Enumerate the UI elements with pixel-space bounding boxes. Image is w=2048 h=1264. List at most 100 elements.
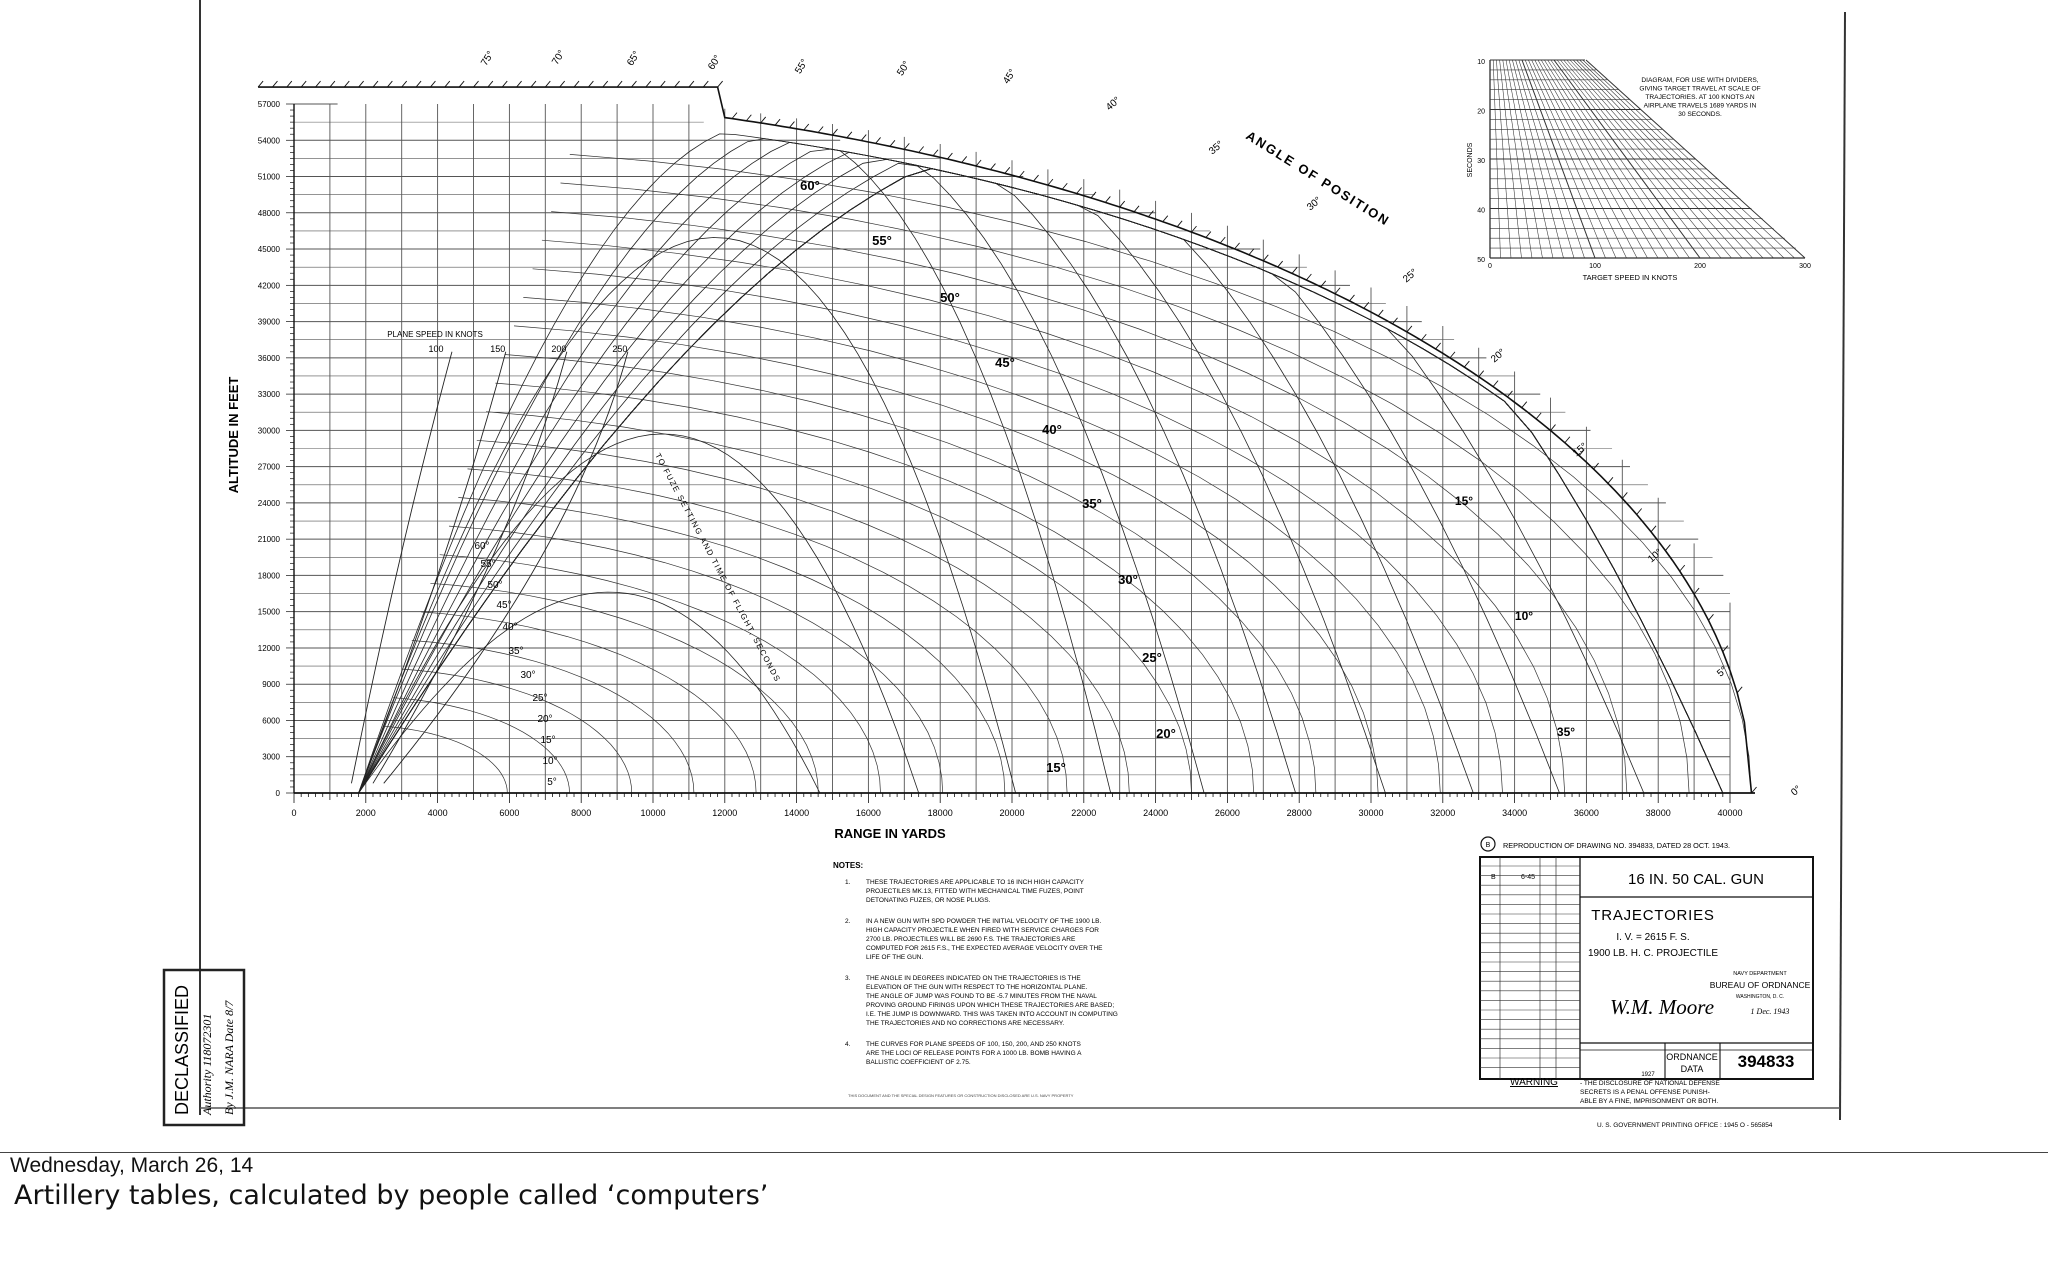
y-tick-label: 9000 xyxy=(262,680,280,689)
x-tick-label: 16000 xyxy=(856,808,881,818)
y-tick-label: 45000 xyxy=(258,245,281,254)
time-of-flight-curve xyxy=(523,297,1441,794)
x-axis-label: RANGE IN YARDS xyxy=(834,826,946,841)
time-of-flight-curve xyxy=(486,411,1192,794)
low-elevation-label: 60° xyxy=(474,541,489,552)
x-tick-label: 0 xyxy=(291,808,296,818)
time-of-flight-curve xyxy=(393,697,570,794)
time-of-flight-curve xyxy=(430,582,819,794)
trajectory-curve xyxy=(358,168,1724,794)
y-tick-label: 57000 xyxy=(258,100,281,109)
angle-of-position-tick: 75° xyxy=(479,49,496,68)
trajectory-curve xyxy=(358,141,1296,794)
note-line: COMPUTED FOR 2615 F.S., THE EXPECTED AVE… xyxy=(866,945,1103,952)
low-elevation-label: 55° xyxy=(480,559,495,570)
note-number: 4. xyxy=(845,1041,851,1048)
time-of-flight-curve xyxy=(495,382,1255,794)
x-tick-label: 36000 xyxy=(1574,808,1599,818)
trajectory-curve xyxy=(358,168,1724,794)
angle-of-position-tick: 70° xyxy=(550,48,567,67)
note-line: PROJECTILES MK.13, FITTED WITH MECHANICA… xyxy=(866,888,1084,895)
trajectory-curve xyxy=(358,237,1016,794)
angle-of-position-tick: 50° xyxy=(895,59,912,78)
inset-note-line: GIVING TARGET TRAVEL AT SCALE OF xyxy=(1639,86,1760,93)
x-tick-label: 32000 xyxy=(1430,808,1455,818)
declassified-stamp: DECLASSIFIED Authority 118072301 By J.M.… xyxy=(162,968,246,1127)
warning-line: ABLE BY A FINE, IMPRISONMENT OR BOTH. xyxy=(1580,1098,1718,1105)
y-tick-label: 6000 xyxy=(262,716,280,725)
plane-speed-value: 100 xyxy=(428,344,443,354)
tb-rev-letter: B xyxy=(1491,874,1496,881)
angle-of-position-tick: 65° xyxy=(625,49,642,68)
trajectory-curve xyxy=(358,133,1112,794)
x-tick-label: 6000 xyxy=(499,808,519,818)
plane-speed-curve xyxy=(361,351,507,784)
low-elevation-label: 35° xyxy=(508,646,523,657)
tb-dept3: WASHINGTON, D. C. xyxy=(1736,994,1784,1000)
y-tick-label: 21000 xyxy=(258,535,281,544)
notes-title: NOTES: xyxy=(833,861,863,870)
fuze-setting-label: TO FUZE SETTING AND TIME OF FLIGHT, SECO… xyxy=(653,452,782,684)
y-tick-label: 33000 xyxy=(258,390,281,399)
time-of-flight-curve xyxy=(458,497,1006,794)
x-tick-label: 18000 xyxy=(928,808,953,818)
inset-x-tick: 300 xyxy=(1799,263,1811,270)
y-tick-label: 0 xyxy=(276,789,281,798)
note-line: BALLISTIC COEFFICIENT OF 2.75. xyxy=(866,1059,971,1066)
reproduction-mark: B xyxy=(1486,842,1491,849)
angle-of-position-tick: 25° xyxy=(1401,267,1420,285)
note-line: LIFE OF THE GUN. xyxy=(866,954,923,961)
time-of-flight-curve xyxy=(560,182,1690,794)
inset-note-line: 30 SECONDS. xyxy=(1678,111,1722,118)
x-tick-label: 20000 xyxy=(999,808,1024,818)
plane-speed-value: 200 xyxy=(551,344,566,354)
y-tick-label: 15000 xyxy=(258,608,281,617)
note-line: IN A NEW GUN WITH SPD POWDER THE INITIAL… xyxy=(866,918,1101,925)
elevation-label: 40° xyxy=(1042,422,1062,437)
y-axis-label: ALTITUDE IN FEET xyxy=(226,377,241,494)
inset-y-tick: 40 xyxy=(1477,208,1485,215)
tb-drawing-number: 394833 xyxy=(1738,1052,1795,1071)
inset-x-tick: 0 xyxy=(1488,263,1492,270)
elevation-label: 30° xyxy=(1118,572,1138,587)
inset-y-tick: 20 xyxy=(1477,109,1485,116)
note-line: DETONATING FUZES, OR NOSE PLUGS. xyxy=(866,897,991,904)
time-of-flight-curve xyxy=(411,640,695,794)
elevation-label: 60° xyxy=(800,178,820,193)
x-tick-label: 24000 xyxy=(1143,808,1168,818)
trajectory-curve xyxy=(358,162,1645,794)
inset-y-tick: 30 xyxy=(1477,158,1485,165)
range-altitude-grid xyxy=(293,103,1731,794)
time-of-flight-curve xyxy=(448,525,944,794)
note-line: THE ANGLE OF JUMP WAS FOUND TO BE -5.7 M… xyxy=(866,993,1097,1000)
trajectory-curve xyxy=(358,168,1724,794)
low-elevation-label: 25° xyxy=(532,693,547,704)
note-line: THE TRAJECTORIES AND NO CORRECTIONS ARE … xyxy=(866,1020,1064,1027)
angle-of-position-tick: 15° xyxy=(1571,441,1590,459)
x-tick-label: 38000 xyxy=(1646,808,1671,818)
inset-y-label: SECONDS xyxy=(1467,142,1474,177)
time-of-flight-curve xyxy=(532,268,1503,794)
inset-note-line: AIRPLANE TRAVELS 1689 YARDS IN xyxy=(1644,103,1757,110)
angle-of-position-tick: 30° xyxy=(1305,195,1324,213)
elevation-label: 20° xyxy=(1156,726,1176,741)
y-tick-label: 36000 xyxy=(258,354,281,363)
y-tick-label: 18000 xyxy=(258,571,281,580)
warning-line: SECRETS IS A PENAL OFFENSE PUNISH- xyxy=(1580,1089,1710,1096)
frame-right-line xyxy=(1839,11,1846,1121)
time-of-flight-curve xyxy=(541,239,1566,794)
y-tick-label: 39000 xyxy=(258,318,281,327)
x-tick-label: 28000 xyxy=(1287,808,1312,818)
tb-ordnance-1: ORDNANCE xyxy=(1666,1052,1718,1062)
low-elevation-label: 15° xyxy=(540,735,555,746)
y-tick-label: 48000 xyxy=(258,209,281,218)
trajectory-curve xyxy=(358,168,1724,794)
trajectory-curve xyxy=(358,138,1205,794)
stamp-title: DECLASSIFIED xyxy=(172,985,192,1115)
time-of-flight-curve xyxy=(504,354,1317,794)
time-of-flight-curve xyxy=(439,554,881,794)
y-tick-label: 51000 xyxy=(258,173,281,182)
x-tick-label: 8000 xyxy=(571,808,591,818)
title-block: 16 IN. 50 CAL. GUN TRAJECTORIES I. V. = … xyxy=(1479,856,1814,1080)
